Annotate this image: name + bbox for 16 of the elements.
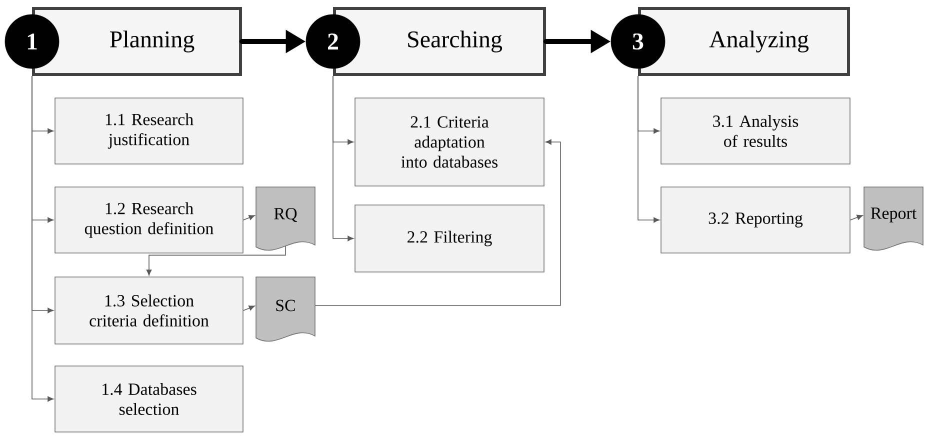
arrow (850, 214, 863, 220)
arrow (243, 214, 255, 220)
arrow (243, 305, 255, 311)
arrow (32, 76, 54, 402)
arrow (146, 246, 286, 276)
task-box: 2.1 Criteria adaptation into databases (354, 98, 544, 186)
task-box: 1.4 Databases selection (54, 366, 244, 432)
task-box: 1.2 Research question definition (54, 186, 244, 254)
task-box: 2.2 Filtering (354, 204, 544, 272)
arrow (638, 76, 660, 223)
arrow (314, 139, 561, 306)
task-box: 3.1 Analysis of results (660, 98, 850, 164)
task-box: 1.3 Selection criteria definition (54, 276, 244, 344)
task-box: 1.1 Research justification (54, 98, 244, 164)
arrow (332, 76, 354, 242)
task-box: 3.2 Reporting (660, 186, 850, 254)
